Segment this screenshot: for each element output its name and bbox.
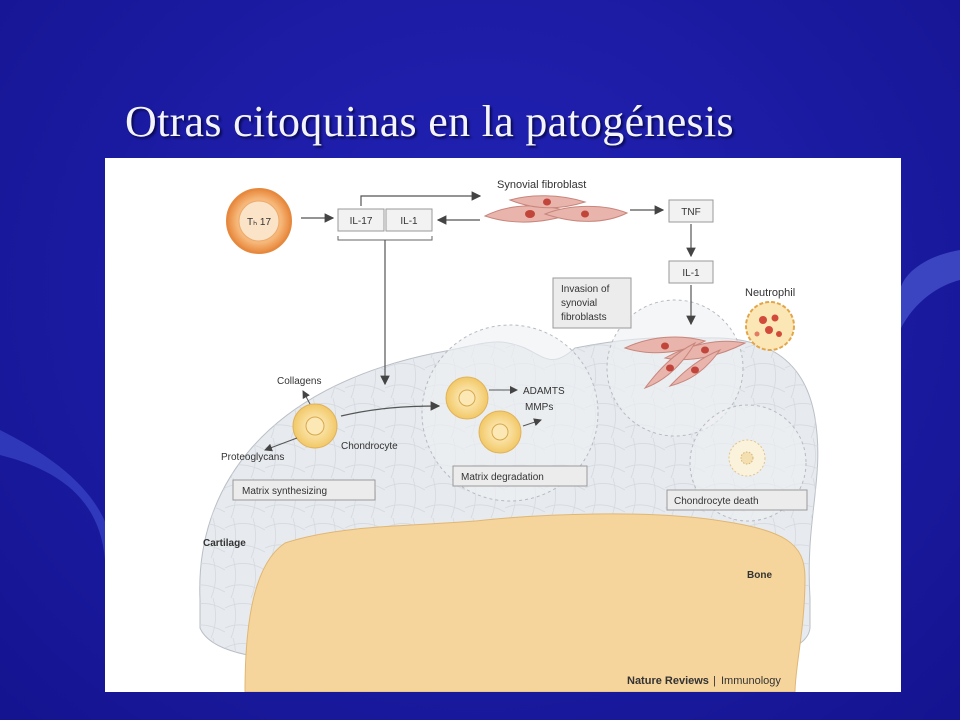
matrix-synthesizing-box bbox=[232, 479, 376, 501]
invading-fibroblast-cells bbox=[623, 336, 747, 390]
chondrocyte-death-label: Chondrocyte death bbox=[674, 496, 759, 507]
synovial-fibroblast-cells bbox=[483, 195, 629, 223]
neutrophil-label: Neutrophil bbox=[745, 287, 795, 299]
matrix-synthesizing-label: Matrix synthesizing bbox=[242, 486, 327, 497]
slide-title: Otras citoquinas en la patogénesis bbox=[125, 97, 734, 146]
invasion-label-3: fibroblasts bbox=[561, 312, 607, 323]
chondrocyte-to-degradation-arrow bbox=[340, 401, 441, 417]
cytokine-pathogenesis-diagram: Tₕ 17 IL-17 IL-1 Synovial fibroblast TNF… bbox=[199, 179, 819, 692]
figure-panel: Tₕ 17 IL-17 IL-1 Synovial fibroblast TNF… bbox=[105, 158, 901, 692]
proteoglycans-label: Proteoglycans bbox=[221, 452, 284, 463]
collagens-label: Collagens bbox=[277, 376, 321, 387]
bone-region bbox=[244, 513, 806, 692]
chondrocyte-label: Chondrocyte bbox=[341, 441, 398, 452]
chondrocyte-death-box bbox=[666, 489, 808, 511]
neutrophil-cell bbox=[745, 301, 795, 351]
cartilage-label: Cartilage bbox=[203, 538, 246, 549]
invasion-label-1: Invasion of bbox=[561, 284, 610, 295]
bone-label: Bone bbox=[747, 570, 772, 581]
th17-label: Tₕ 17 bbox=[247, 217, 271, 228]
il1-right-label: IL-1 bbox=[682, 268, 700, 279]
il1-box-label: IL-1 bbox=[400, 216, 418, 227]
invasion-box bbox=[552, 277, 632, 329]
il17-box bbox=[337, 208, 385, 232]
il1-right-box bbox=[668, 260, 714, 284]
credit-section: Immunology bbox=[721, 675, 781, 687]
synovial-fibroblast-label: Synovial fibroblast bbox=[497, 179, 586, 191]
adamts-label: ADAMTS bbox=[523, 386, 565, 397]
matrix-degradation-box bbox=[452, 465, 588, 487]
matrix-degradation-label: Matrix degradation bbox=[461, 472, 544, 483]
chondrocyte-cell bbox=[292, 403, 338, 449]
tnf-box bbox=[668, 199, 714, 223]
invasion-label-2: synovial bbox=[561, 298, 597, 309]
credit-journal: Nature Reviews bbox=[627, 675, 709, 687]
dying-chondrocyte bbox=[728, 439, 766, 477]
degrading-chondrocytes bbox=[445, 376, 522, 454]
mmps-label: MMPs bbox=[525, 402, 553, 413]
tnf-label: TNF bbox=[681, 207, 700, 218]
credit-separator: | bbox=[713, 675, 716, 687]
il17-label: IL-17 bbox=[350, 216, 373, 227]
il17-to-fibroblast-arrow bbox=[360, 191, 482, 206]
il1-box bbox=[385, 208, 433, 232]
